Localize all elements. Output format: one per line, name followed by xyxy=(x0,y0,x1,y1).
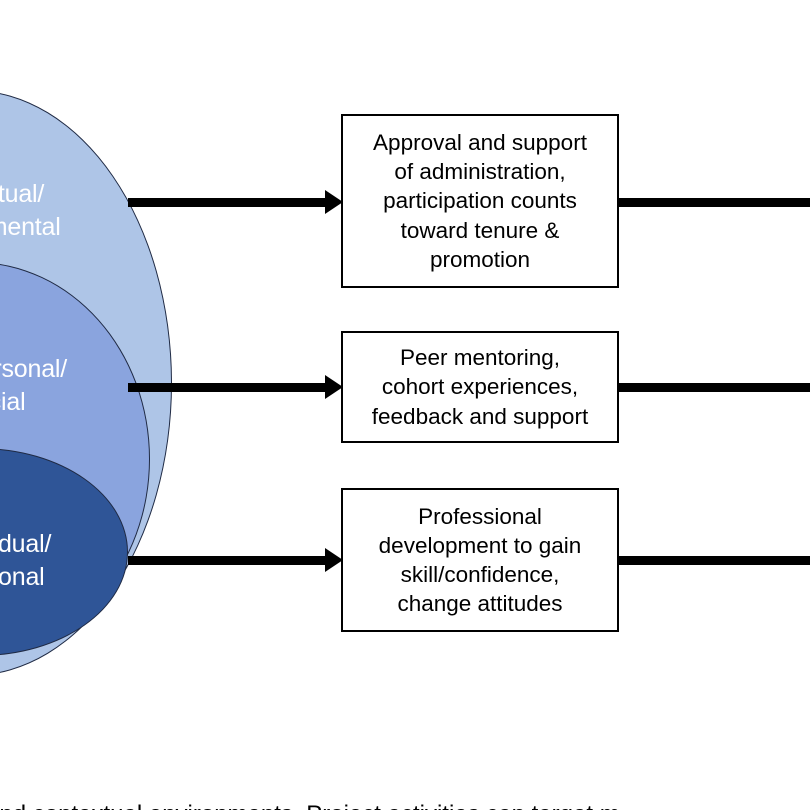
ellipse-label-line-1: Interpersonal/ xyxy=(0,355,68,383)
activity-box-admin-text: Approval and support of administration, … xyxy=(367,128,593,273)
ellipse-label-line-1: Contextual/ xyxy=(0,180,45,208)
ellipse-label-line-2: Environmental xyxy=(0,213,61,241)
ellipse-label-individual-personal: Individual/ Personal xyxy=(0,528,96,594)
ellipse-label-line-2: Social xyxy=(0,388,26,416)
activity-box-professional-development-text: Professional development to gain skill/c… xyxy=(373,502,588,618)
activity-box-peer-text: Peer mentoring, cohort experiences, feed… xyxy=(366,343,594,430)
activity-box-admin: Approval and support of administration, … xyxy=(341,114,619,288)
arrow-peer-to-outcome xyxy=(619,383,810,392)
box-text-line: skill/confidence, xyxy=(400,562,560,587)
arrow-individual-to-profdev xyxy=(128,556,328,565)
figure-caption: within social and contextual environment… xyxy=(0,718,810,810)
figure-caption-line-1: within social and contextual environment… xyxy=(0,796,810,810)
box-text-line: Approval and support xyxy=(373,130,587,156)
box-text-line: change attitudes xyxy=(397,591,563,617)
box-text-line: development to gain xyxy=(378,532,582,558)
ellipse-label-line-2: Personal xyxy=(0,563,45,591)
arrow-head-icon xyxy=(325,375,343,399)
box-text-line: toward tenure & xyxy=(400,217,560,243)
ellipse-label-contextual-environmental: Contextual/ Environmental xyxy=(0,178,82,244)
ellipse-label-interpersonal-social: Interpersonal/ Social xyxy=(0,353,92,419)
arrow-interpersonal-to-peer xyxy=(128,383,328,392)
ellipse-label-line-1: Individual/ xyxy=(0,530,52,558)
arrow-head-icon xyxy=(325,548,343,572)
activity-box-professional-development: Professional development to gain skill/c… xyxy=(341,488,619,632)
activity-box-peer: Peer mentoring, cohort experiences, feed… xyxy=(341,331,619,443)
box-text-line: of administration, xyxy=(394,159,566,185)
box-text-line: Professional xyxy=(418,503,542,529)
arrow-admin-to-outcome xyxy=(619,198,810,207)
arrow-contextual-to-admin xyxy=(128,198,328,207)
box-text-line: promotion xyxy=(429,246,531,272)
box-text-line: feedback and support xyxy=(371,403,589,429)
box-text-line: cohort experiences, xyxy=(381,374,579,400)
arrow-profdev-to-outcome xyxy=(619,556,810,565)
box-text-line: Peer mentoring, xyxy=(399,345,561,371)
box-text-line: participation counts xyxy=(383,188,577,214)
arrow-head-icon xyxy=(325,190,343,214)
